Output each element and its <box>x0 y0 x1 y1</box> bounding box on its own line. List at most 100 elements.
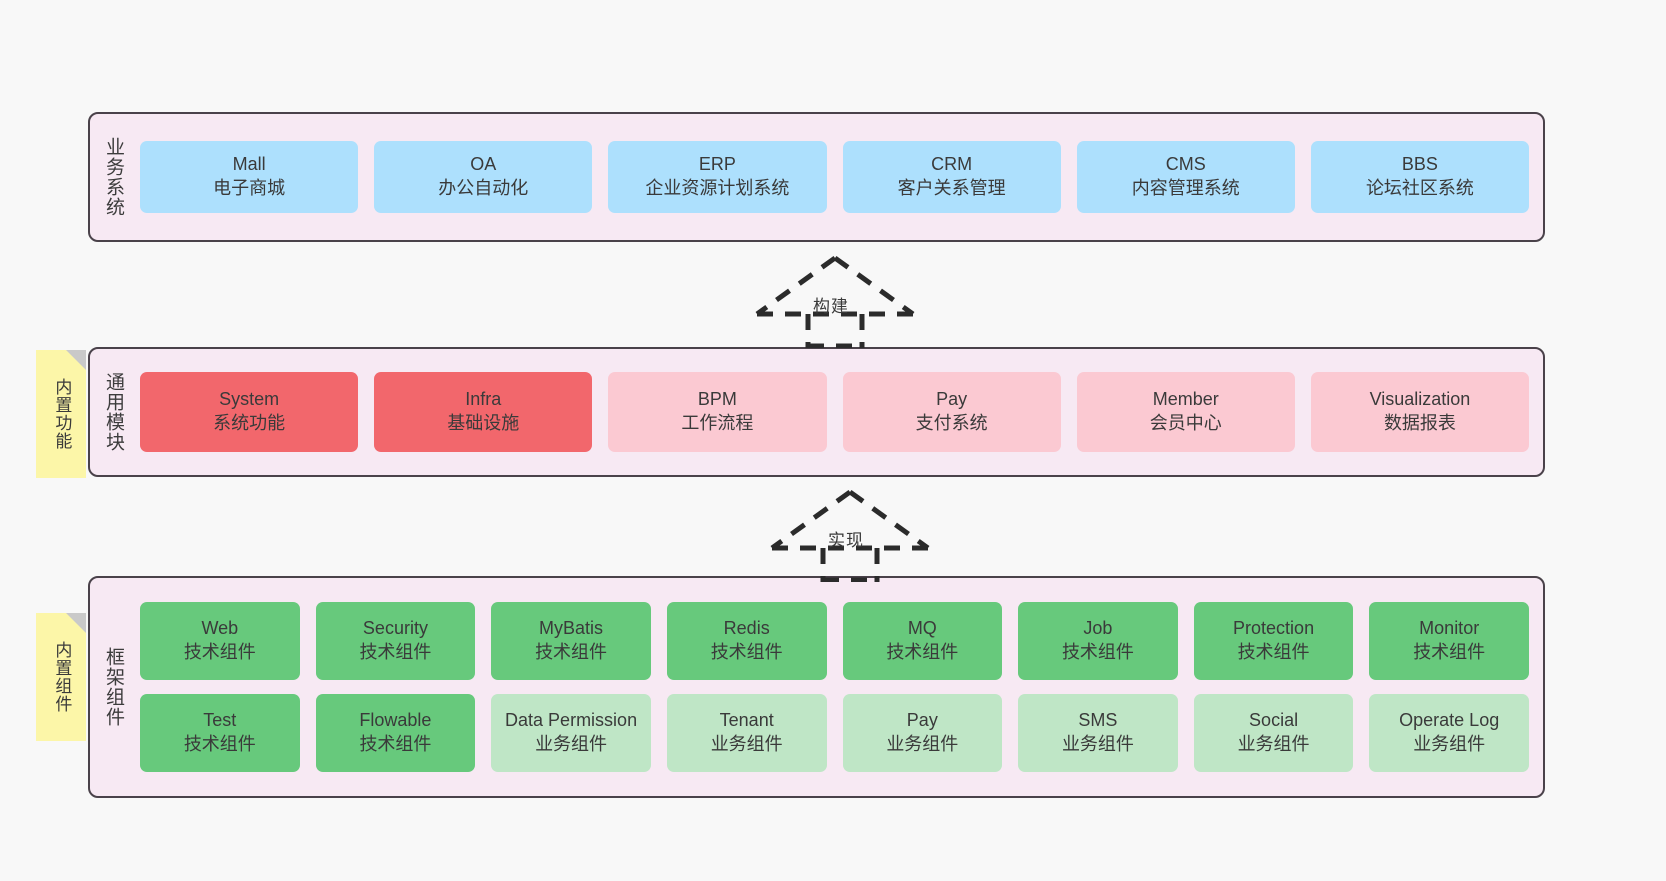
card-protection[interactable]: Protection 技术组件 <box>1193 602 1354 680</box>
card-redis-en: Redis <box>723 618 770 639</box>
card-pay-component-cn: 业务组件 <box>886 734 959 754</box>
layer-framework-body: Web 技术组件 Security 技术组件 MyBatis 技术组件 Redi… <box>136 578 1543 796</box>
card-redis[interactable]: Redis 技术组件 <box>666 602 827 680</box>
layer-framework-title: 框架组件 <box>102 647 124 727</box>
card-job[interactable]: Job 技术组件 <box>1018 602 1178 680</box>
note-builtin-function-label: 内置功能 <box>52 378 72 450</box>
card-crm-cn: 客户关系管理 <box>897 178 1006 198</box>
card-job-cn: 技术组件 <box>1061 642 1134 662</box>
card-pay-module-cn: 支付系统 <box>915 413 988 433</box>
layer-business-system: 业务系统 Mall 电子商城 OA 办公自动化 ERP 企业资源计划系统 CRM… <box>88 112 1545 242</box>
card-oa[interactable]: OA 办公自动化 <box>374 141 593 213</box>
card-crm-en: CRM <box>931 154 973 175</box>
arrow-build: 构建 <box>745 252 925 349</box>
note-fold-corner-icon <box>66 350 86 370</box>
card-infra-cn: 基础设施 <box>447 413 520 433</box>
card-erp-cn: 企业资源计划系统 <box>645 178 790 198</box>
card-member-en: Member <box>1152 389 1219 410</box>
card-bpm[interactable]: BPM 工作流程 <box>608 372 827 452</box>
card-sms[interactable]: SMS 业务组件 <box>1018 694 1178 772</box>
arrow-implement-icon <box>770 489 930 583</box>
card-security-cn: 技术组件 <box>359 642 432 662</box>
card-web-en: Web <box>201 618 239 639</box>
card-social[interactable]: Social 业务组件 <box>1193 694 1354 772</box>
card-pay-module-en: Pay <box>936 389 968 410</box>
card-oa-cn: 办公自动化 <box>438 178 529 198</box>
card-mq-cn: 技术组件 <box>886 642 959 662</box>
card-redis-cn: 技术组件 <box>710 642 783 662</box>
card-monitor-en: Monitor <box>1419 618 1480 639</box>
card-crm[interactable]: CRM 客户关系管理 <box>842 141 1061 213</box>
card-mall[interactable]: Mall 电子商城 <box>140 141 359 213</box>
card-sms-en: SMS <box>1078 710 1118 731</box>
modules-card-row: System 系统功能 Infra 基础设施 BPM 工作流程 Pay 支付系统… <box>140 372 1530 452</box>
card-social-en: Social <box>1249 710 1299 731</box>
card-mq-en: MQ <box>907 618 937 639</box>
card-flowable-en: Flowable <box>359 710 432 731</box>
note-builtin-function[interactable]: 内置功能 <box>36 350 86 478</box>
note-builtin-component-label: 内置组件 <box>52 641 72 713</box>
layer-common-modules: 通用模块 System 系统功能 Infra 基础设施 BPM 工作流程 Pay… <box>88 347 1545 477</box>
card-protection-en: Protection <box>1233 618 1315 639</box>
card-mybatis[interactable]: MyBatis 技术组件 <box>491 602 651 680</box>
card-flowable-cn: 技术组件 <box>359 734 432 754</box>
card-system-en: System <box>219 389 280 410</box>
card-member[interactable]: Member 会员中心 <box>1076 372 1295 452</box>
card-tenant-en: Tenant <box>719 710 774 731</box>
card-infra-en: Infra <box>465 389 502 410</box>
card-system[interactable]: System 系统功能 <box>140 372 359 452</box>
card-operate-log-cn: 业务组件 <box>1413 734 1486 754</box>
card-infra[interactable]: Infra 基础设施 <box>374 372 593 452</box>
layer-modules-title: 通用模块 <box>102 372 124 452</box>
card-bbs[interactable]: BBS 论坛社区系统 <box>1310 141 1530 213</box>
card-tenant-cn: 业务组件 <box>710 734 783 754</box>
card-erp[interactable]: ERP 企业资源计划系统 <box>608 141 827 213</box>
card-cms-en: CMS <box>1165 154 1206 175</box>
card-visualization-en: Visualization <box>1369 389 1471 410</box>
card-test-cn: 技术组件 <box>183 734 256 754</box>
card-visualization-cn: 数据报表 <box>1383 413 1456 433</box>
card-social-cn: 业务组件 <box>1237 734 1310 754</box>
card-visualization[interactable]: Visualization 数据报表 <box>1310 372 1530 452</box>
business-card-row: Mall 电子商城 OA 办公自动化 ERP 企业资源计划系统 CRM 客户关系… <box>140 141 1530 213</box>
card-flowable[interactable]: Flowable 技术组件 <box>315 694 476 772</box>
layer-business-body: Mall 电子商城 OA 办公自动化 ERP 企业资源计划系统 CRM 客户关系… <box>136 114 1543 240</box>
card-monitor[interactable]: Monitor 技术组件 <box>1369 602 1529 680</box>
layer-modules-body: System 系统功能 Infra 基础设施 BPM 工作流程 Pay 支付系统… <box>136 349 1543 475</box>
card-oa-en: OA <box>470 154 497 175</box>
card-system-cn: 系统功能 <box>213 413 286 433</box>
arrow-implement-label: 实现 <box>828 531 864 550</box>
card-operate-log[interactable]: Operate Log 业务组件 <box>1369 694 1529 772</box>
card-web[interactable]: Web 技术组件 <box>140 602 300 680</box>
card-bpm-cn: 工作流程 <box>681 413 754 433</box>
card-data-permission[interactable]: Data Permission 业务组件 <box>491 694 651 772</box>
card-tenant[interactable]: Tenant 业务组件 <box>666 694 827 772</box>
card-mall-cn: 电子商城 <box>213 178 286 198</box>
card-pay-component[interactable]: Pay 业务组件 <box>842 694 1003 772</box>
card-cms[interactable]: CMS 内容管理系统 <box>1076 141 1295 213</box>
layer-framework-components: 框架组件 Web 技术组件 Security 技术组件 MyBatis 技术组件… <box>88 576 1545 798</box>
card-security-en: Security <box>362 618 428 639</box>
card-bpm-en: BPM <box>697 389 737 410</box>
card-protection-cn: 技术组件 <box>1237 642 1310 662</box>
card-pay-component-en: Pay <box>906 710 938 731</box>
arrow-build-label: 构建 <box>813 297 849 316</box>
card-sms-cn: 业务组件 <box>1061 734 1134 754</box>
card-bbs-en: BBS <box>1401 154 1438 175</box>
arrow-build-icon <box>755 255 915 349</box>
card-bbs-cn: 论坛社区系统 <box>1365 178 1474 198</box>
card-mybatis-cn: 技术组件 <box>535 642 608 662</box>
card-erp-en: ERP <box>698 154 736 175</box>
arrow-implement: 实现 <box>760 486 940 583</box>
card-pay-module[interactable]: Pay 支付系统 <box>842 372 1061 452</box>
card-job-en: Job <box>1083 618 1113 639</box>
note-fold-corner-icon <box>66 613 86 633</box>
framework-tech-row: Web 技术组件 Security 技术组件 MyBatis 技术组件 Redi… <box>140 602 1529 680</box>
card-mq[interactable]: MQ 技术组件 <box>842 602 1003 680</box>
card-security[interactable]: Security 技术组件 <box>315 602 476 680</box>
note-builtin-component[interactable]: 内置组件 <box>36 613 86 741</box>
card-operate-log-en: Operate Log <box>1399 710 1500 731</box>
card-web-cn: 技术组件 <box>183 642 256 662</box>
card-test[interactable]: Test 技术组件 <box>140 694 300 772</box>
